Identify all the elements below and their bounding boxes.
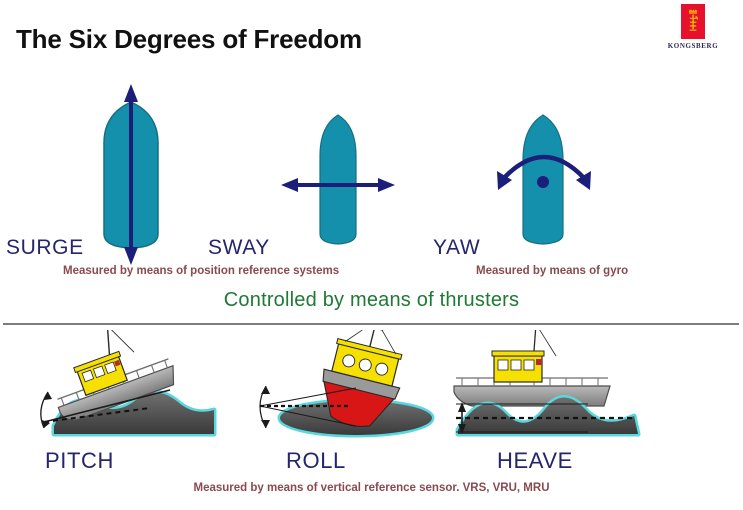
arrow-surge-vertical	[96, 82, 166, 272]
label-sway: SWAY	[208, 236, 270, 259]
caption-vertical-reference-sensor: Measured by means of vertical reference …	[193, 482, 550, 494]
illustration-pitch	[18, 325, 218, 447]
caption-gyro: Measured by means of gyro	[476, 265, 629, 277]
ship-yaw	[516, 112, 570, 251]
label-surge: SURGE	[6, 236, 84, 259]
kongsberg-lion-emblem-icon	[681, 4, 705, 39]
ship-sway	[314, 112, 362, 251]
caption-position-reference: Measured by means of position reference …	[63, 265, 340, 277]
illustration-heave	[438, 323, 648, 447]
label-roll: ROLL	[286, 448, 346, 473]
kongsberg-wordmark: KONGSBERG	[667, 42, 719, 50]
page-title: The Six Degrees of Freedom	[16, 24, 362, 54]
kongsberg-logo: KONGSBERG	[657, 4, 729, 50]
translational-section: SURGE SWAY	[0, 78, 743, 265]
arrow-sway-horizontal	[280, 170, 396, 205]
illustration-roll	[236, 320, 436, 447]
label-pitch: PITCH	[45, 448, 114, 473]
label-yaw: YAW	[433, 236, 481, 259]
label-heave: HEAVE	[497, 448, 573, 473]
note-controlled-by-thrusters: Controlled by means of thrusters	[223, 289, 520, 311]
arrow-yaw-curved	[488, 130, 600, 205]
section-divider	[3, 323, 739, 325]
